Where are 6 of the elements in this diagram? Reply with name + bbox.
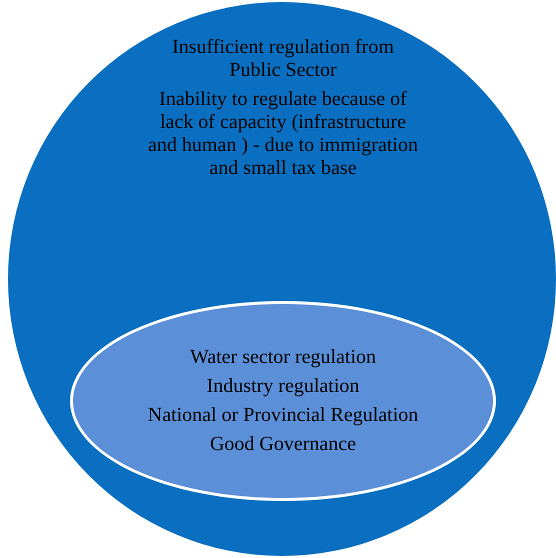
body-text: Inability to regulate because of lack of capacity (infrastructure and human ) - due to immigration and small tax base <box>148 88 418 180</box>
heading-text: Insufficient regulation from Public Sector <box>171 36 395 82</box>
regulation-item-text: Water sector regulation <box>188 346 378 369</box>
regulation-item-text: Industry regulation <box>206 375 360 398</box>
regulation-item-text: National or Provincial Regulation <box>146 404 420 427</box>
regulation-item-text: Good Governance <box>208 433 358 456</box>
